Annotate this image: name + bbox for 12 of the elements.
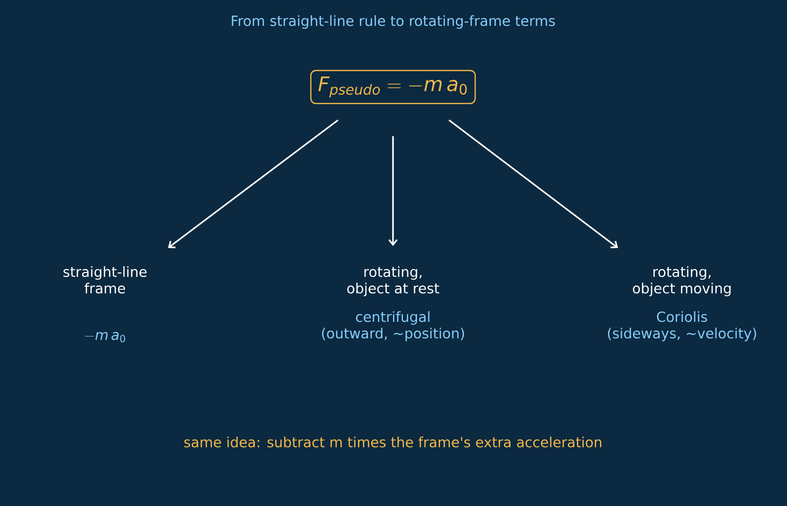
node-heading: straight-line frame [63, 266, 147, 294]
formula-box: $F_{pseudo} = -m\, a_0$ [310, 70, 476, 104]
arrow [448, 119, 618, 248]
arrow [168, 119, 338, 248]
node-heading: rotating, object at rest [347, 266, 440, 296]
title: From straight-line rule to rotating-frame terms [232, 15, 555, 29]
node-body: centrifugal (outward, ~position) [322, 311, 464, 342]
node-body: Coriolis (sideways, ~velocity) [608, 311, 756, 342]
node-body: $-m\, a_0$ [84, 332, 126, 342]
node-heading: rotating, object moving [632, 266, 731, 296]
note: same idea: subtract m times the frame's extra acceleration [184, 436, 602, 448]
arrow [388, 136, 398, 246]
